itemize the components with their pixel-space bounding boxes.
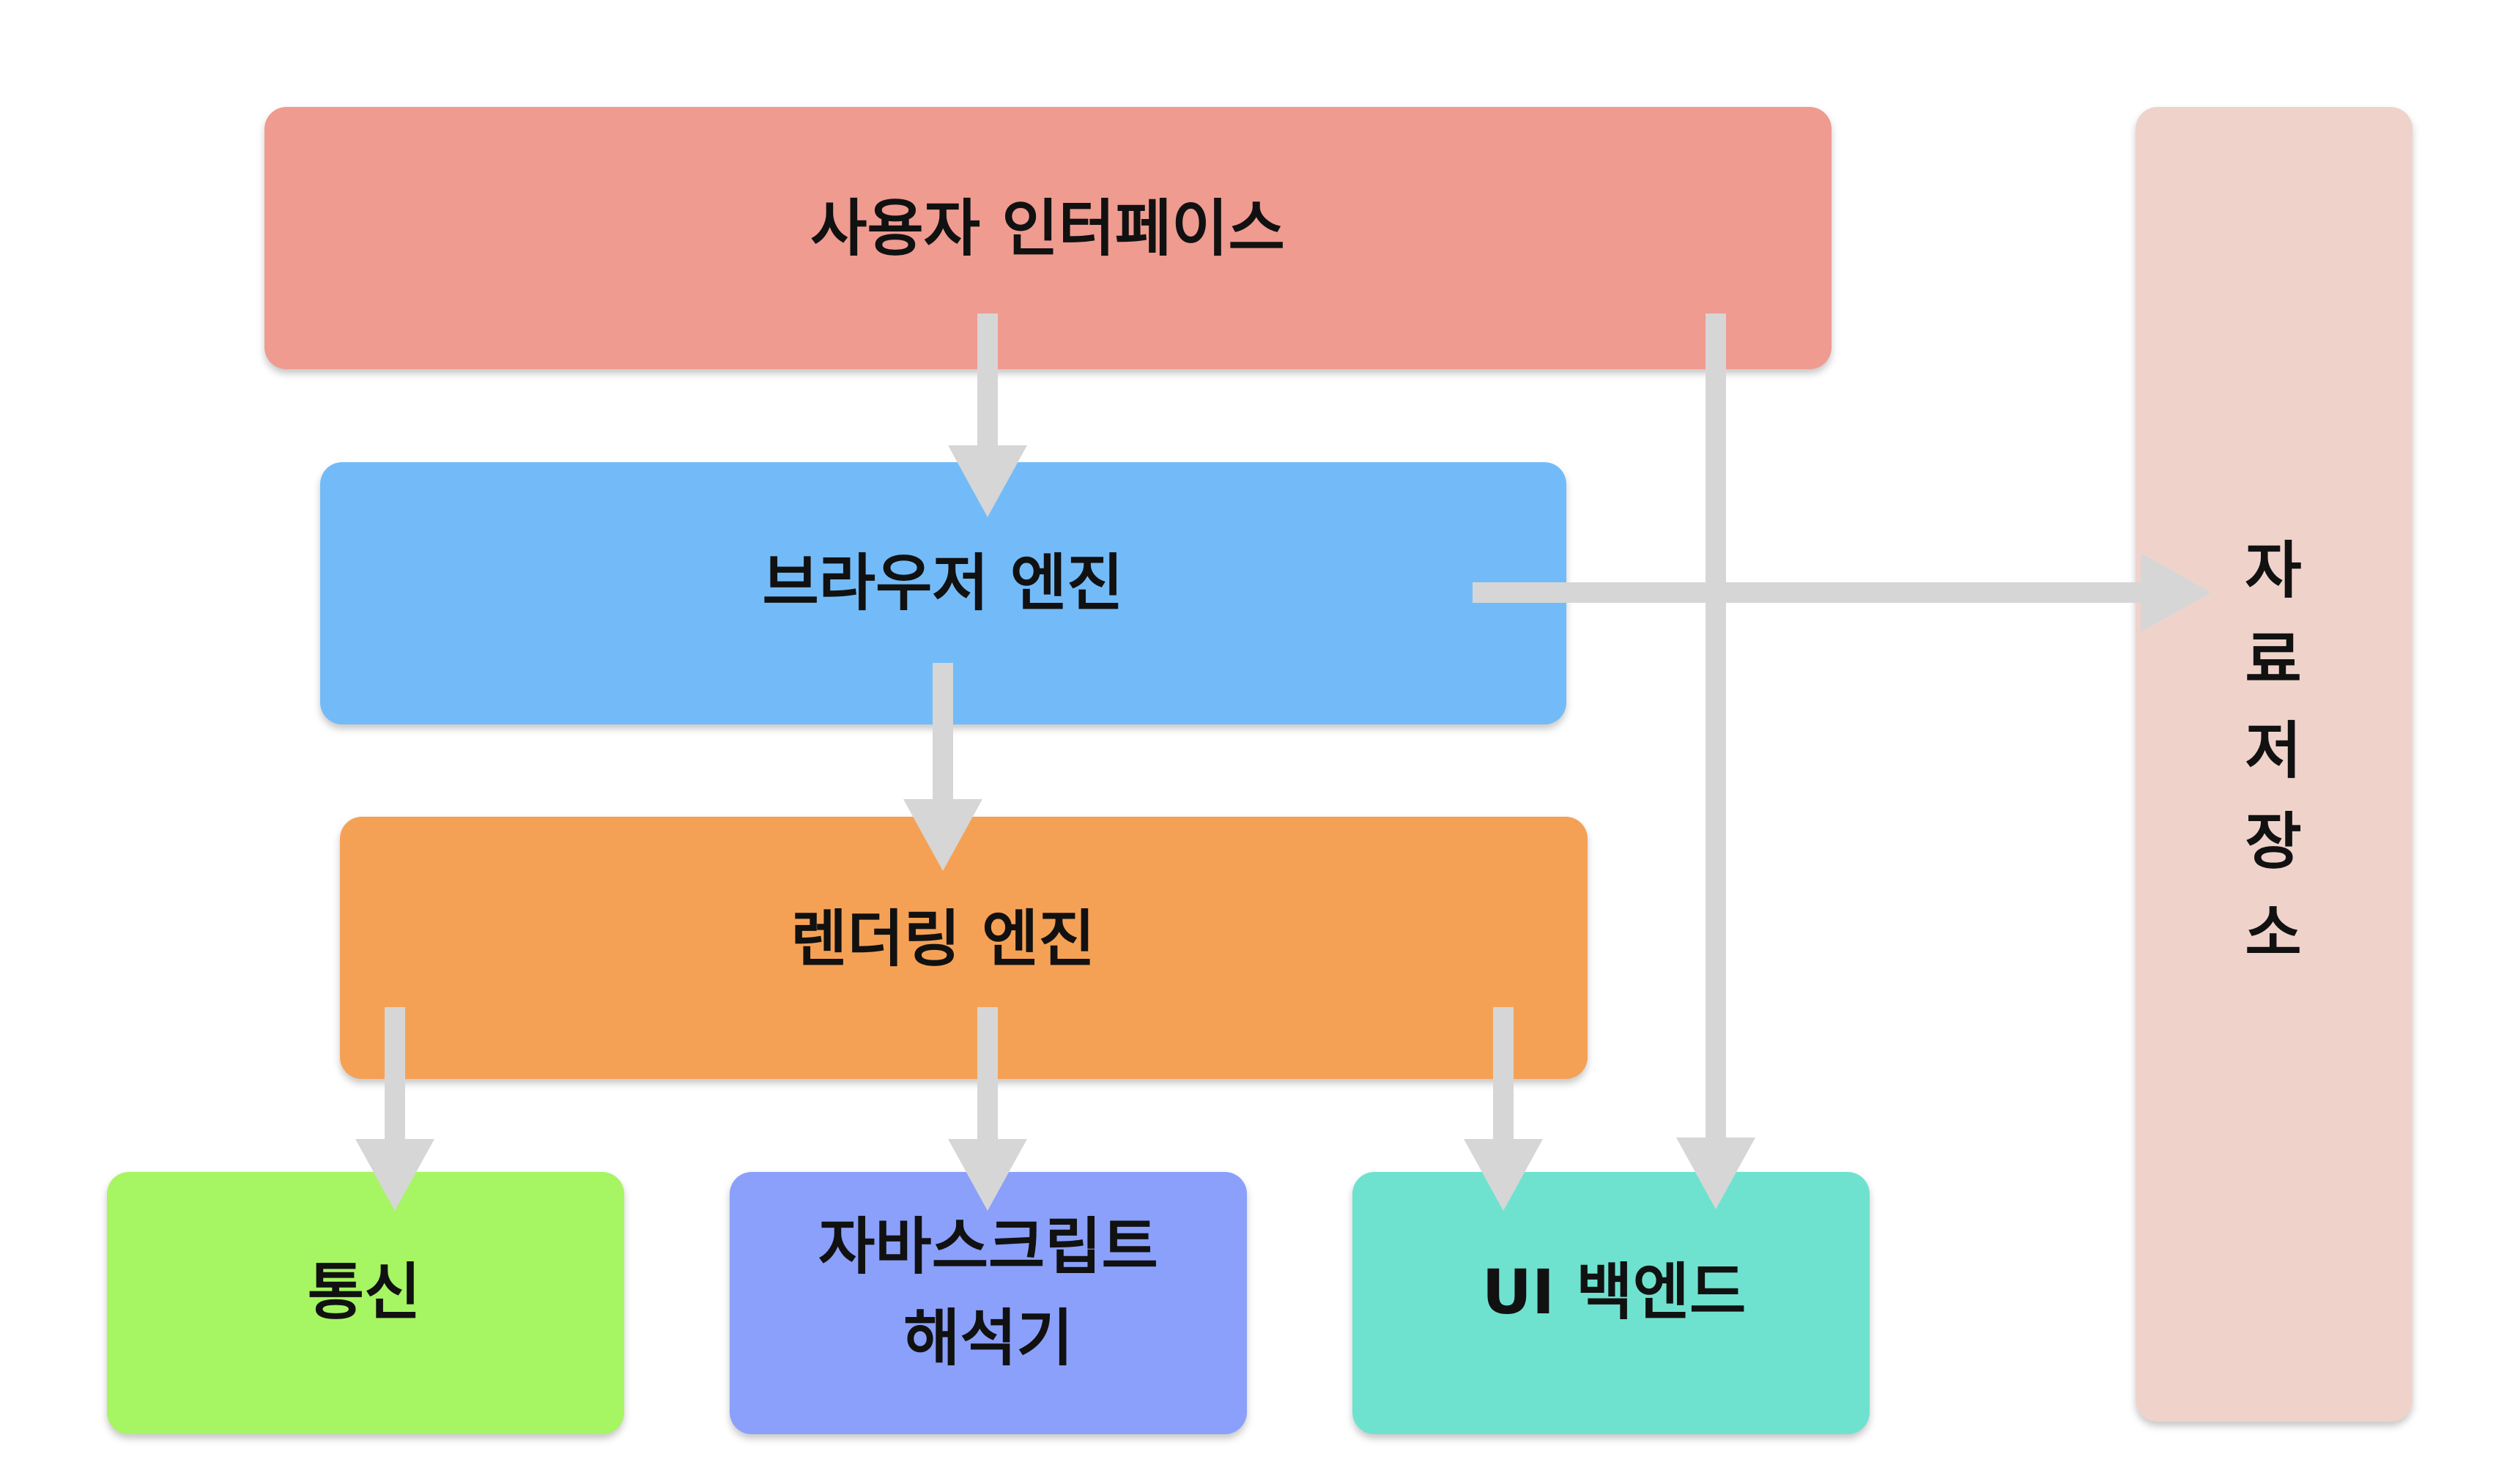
user-interface-label: 사용자 인터페이스 (810, 193, 1285, 264)
js-interpreter-rect (730, 1172, 1247, 1434)
data-storage-char-5: 소 (2245, 897, 2301, 969)
networking-rect (107, 1172, 624, 1434)
browser-engine-box: 브라우저 엔진 (320, 462, 1566, 724)
arrow-ui-to-ui-backend (1676, 314, 1755, 1209)
networking-label: 통신 (308, 1256, 421, 1328)
arrow-ui-to-browser-engine (948, 314, 1027, 517)
browser-engine-rect (320, 462, 1566, 724)
data-storage-char-4: 장 (2245, 806, 2301, 878)
ui-backend-label: UI 백엔드 (1482, 1256, 1747, 1328)
data-storage-char-3: 저 (2245, 715, 2301, 787)
rendering-engine-rect (340, 817, 1588, 1079)
networking-box: 통신 (107, 1172, 624, 1434)
ui-backend-rect (1352, 1172, 1870, 1434)
data-storage-char-2: 료 (2245, 624, 2301, 696)
arrow-rendering-to-js-interpreter (948, 1007, 1027, 1211)
user-interface-box: 사용자 인터페이스 (264, 107, 1832, 369)
arrow-browser-engine-to-rendering-engine (903, 663, 982, 871)
js-interpreter-box: 자바스크립트 해석기 (730, 1172, 1247, 1434)
arrow-rendering-to-networking (355, 1007, 434, 1211)
data-storage-char-1: 자 (2245, 535, 2301, 606)
rendering-engine-box: 렌더링 엔진 (340, 817, 1588, 1079)
arrow-browser-engine-to-data-storage (1473, 553, 2211, 632)
user-interface-rect (264, 107, 1832, 369)
js-interpreter-label-line-1: 자바스크립트 (818, 1211, 1158, 1283)
arrow-rendering-to-ui-backend (1464, 1007, 1543, 1211)
rendering-engine-label: 렌더링 엔진 (790, 903, 1095, 975)
browser-engine-label: 브라우저 엔진 (763, 547, 1124, 619)
data-storage-rect (2136, 107, 2412, 1422)
js-interpreter-label-line-2: 해석기 (903, 1302, 1073, 1374)
ui-backend-box: UI 백엔드 (1352, 1172, 1870, 1434)
data-storage-box: 자 료 저 장 소 (2136, 107, 2412, 1422)
